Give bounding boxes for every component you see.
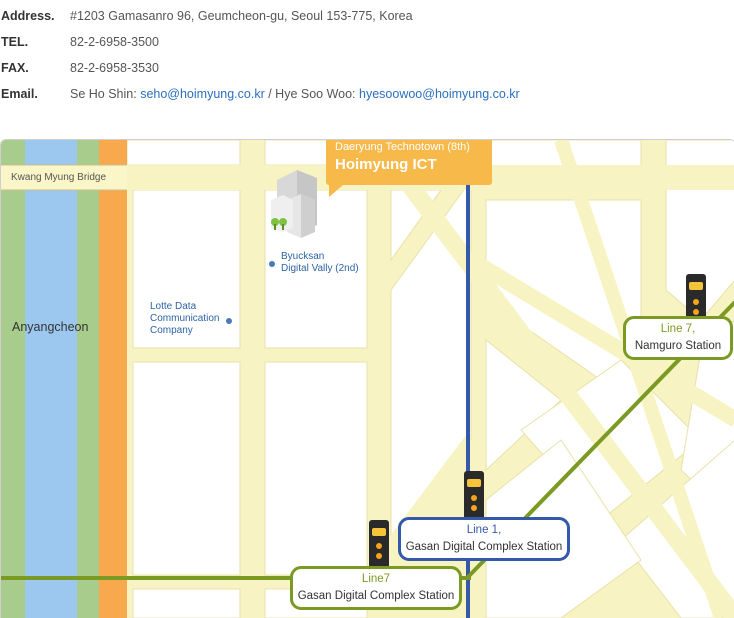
location-map: Kwang Myung Bridge Anyangcheon Byucksan …	[0, 139, 734, 618]
poi-lotte-line2: Communication	[150, 313, 220, 324]
poi-lotte-line3: Company	[150, 325, 193, 336]
station-badge-gasan-line1: Line 1, Gasan Digital Complex Station	[398, 517, 570, 561]
greenbelt-left	[1, 140, 25, 618]
email-separator: / Hye Soo Woo:	[264, 87, 360, 101]
callout-company: Hoimyung ICT	[335, 156, 437, 173]
poi-lotte: Lotte Data Communication Company	[150, 301, 219, 337]
line7-track-horizontal	[1, 576, 471, 580]
line1-track	[466, 180, 470, 618]
fax-label: FAX.	[1, 61, 29, 75]
company-callout: Daeryung Technotown (8th) Hoimyung ICT	[326, 140, 492, 197]
poi-dot-lotte	[226, 318, 232, 324]
poi-byucksan-line2: Digital Vally (2nd)	[281, 263, 359, 274]
station-pillar-icon-line7	[369, 520, 389, 568]
email-label: Email.	[1, 87, 38, 101]
email-value: Se Ho Shin: seho@hoimyung.co.kr / Hye So…	[70, 84, 520, 104]
station-pillar-icon-line1	[464, 471, 484, 521]
callout-building: Daeryung Technotown (8th)	[335, 141, 470, 153]
station-badge-gasan-line7: Line7 Gasan Digital Complex Station	[290, 566, 462, 610]
river-anyangcheon	[25, 140, 77, 618]
gasan-line7-name: Gasan Digital Complex Station	[297, 590, 455, 602]
poi-byucksan: Byucksan Digital Vally (2nd)	[281, 251, 359, 275]
poi-lotte-line1: Lotte Data	[150, 301, 197, 312]
poi-dot-byucksan	[269, 261, 275, 267]
tel-label: TEL.	[1, 35, 29, 49]
address-value: #1203 Gamasanro 96, Geumcheon-gu, Seoul …	[70, 9, 413, 23]
email-name-1: Se Ho Shin:	[70, 87, 141, 101]
building-icon	[271, 170, 317, 238]
tel-value: 82-2-6958-3500	[70, 35, 159, 49]
greenbelt-right	[77, 140, 99, 618]
diagonal-roads	[375, 140, 734, 618]
gasan-line7-line: Line7	[361, 573, 391, 585]
email-link-seho[interactable]: seho@hoimyung.co.kr	[140, 87, 265, 101]
station-badge-namguro: Line 7, Namguro Station	[623, 316, 733, 360]
namguro-name: Namguro Station	[634, 340, 722, 352]
gasan-line1-name: Gasan Digital Complex Station	[405, 541, 563, 553]
bridge-label: Kwang Myung Bridge	[5, 171, 113, 185]
address-label: Address.	[1, 9, 55, 23]
poi-byucksan-line1: Byucksan	[281, 251, 325, 262]
map-graphic	[1, 140, 734, 618]
orange-road	[99, 140, 127, 618]
city-blocks	[126, 140, 734, 618]
river-label: Anyangcheon	[12, 320, 89, 334]
gasan-line1-line: Line 1,	[466, 524, 502, 536]
namguro-line: Line 7,	[660, 323, 696, 335]
fax-value: 82-2-6958-3530	[70, 61, 159, 75]
email-link-hyesoowoo[interactable]: hyesoowoo@hoimyung.co.kr	[359, 87, 520, 101]
station-pillar-icon-namguro	[686, 274, 706, 320]
